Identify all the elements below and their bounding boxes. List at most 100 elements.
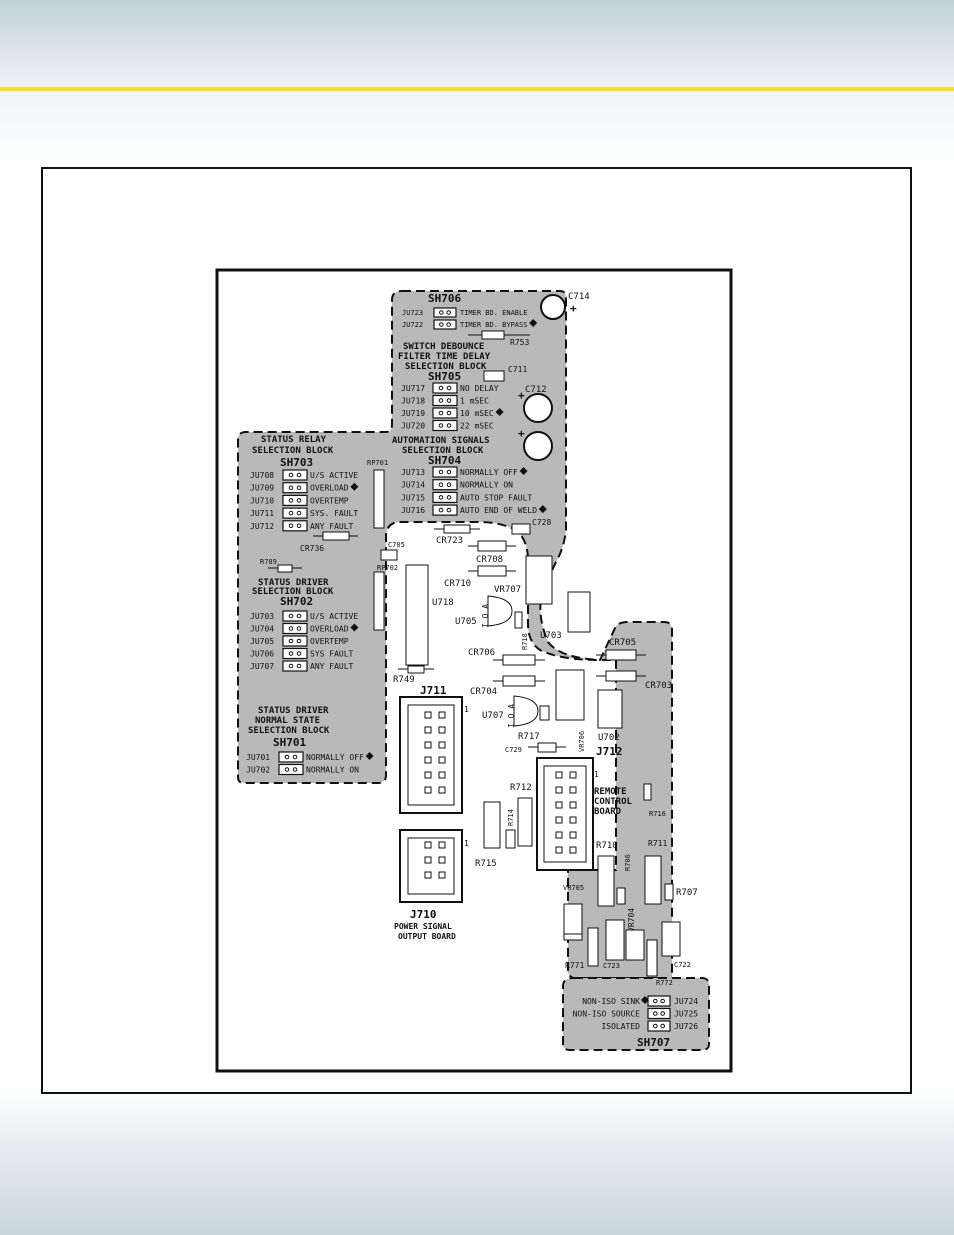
connector-pin: [555, 831, 563, 839]
jumper-option-label: NORMALLY ON: [306, 766, 359, 775]
resistor-r712: [517, 797, 533, 847]
connector-pin: [555, 801, 563, 809]
connector-pin: [555, 786, 563, 794]
j711-pin1: 1: [464, 705, 469, 714]
connector-pin: [424, 841, 432, 849]
c712-polarity: +: [518, 389, 525, 402]
vr704-label: VR704: [627, 908, 636, 932]
sh701-heading-3: SELECTION BLOCK: [248, 726, 330, 736]
j711-label: J711: [420, 684, 447, 697]
c714-polarity: +: [570, 302, 577, 315]
diode-cr723: [443, 524, 471, 534]
resistor-r710: [597, 855, 615, 907]
jumper-row: JU709 OVERLOAD: [250, 482, 359, 494]
jumper-option-label: TIMER BD. BYPASS: [460, 321, 527, 329]
j712-caption-3: BOARD: [594, 807, 622, 817]
c712-label: C712: [525, 385, 547, 395]
u707-mark: I O A: [507, 704, 516, 728]
jumper-pins: [432, 491, 458, 503]
cr708-label: CR708: [476, 555, 503, 565]
j710-label: J710: [410, 908, 437, 921]
selected-marker-icon: [365, 752, 374, 760]
capacitor-c711: [483, 370, 505, 382]
jumper-id: JU723: [402, 309, 423, 317]
r718-label: R718: [521, 633, 529, 650]
connector-pin: [424, 771, 432, 779]
jumper-option-label: OVERTEMP: [310, 637, 349, 646]
resistor-r717: [539, 705, 550, 721]
j710-caption-2: OUTPUT BOARD: [398, 932, 456, 941]
jumper-option-label: NORMALLY ON: [460, 481, 513, 490]
connector-pin: [424, 856, 432, 864]
capacitor-polarity: +: [518, 427, 525, 440]
connector-pin: [438, 871, 446, 879]
capacitor-c728: [511, 523, 531, 535]
jumper-pins: [278, 763, 304, 776]
jumper-id: JU717: [401, 384, 425, 393]
u705-mark: I O A: [481, 604, 490, 628]
selected-marker-icon: [641, 996, 649, 1004]
jumper-pins: [432, 504, 458, 516]
capacitor-c712: [523, 393, 553, 423]
jumper-pins: [282, 660, 308, 672]
r717-label: R717: [518, 732, 540, 742]
connector-pin: [569, 786, 577, 794]
connector-j710: [399, 829, 463, 903]
jumper-pins: [432, 382, 458, 394]
vr707-label: VR707: [494, 585, 521, 595]
capacitor-c729: [537, 742, 557, 753]
ic-u702: [597, 689, 623, 729]
jumper-id: JU705: [250, 637, 274, 646]
jumper-id: JU724: [674, 997, 698, 1006]
jumper-option-label: OVERLOAD: [310, 484, 349, 493]
resistor-r718: [514, 611, 523, 629]
connector-pin: [569, 846, 577, 854]
c728-label: C728: [532, 518, 551, 527]
jumper-pins: [432, 407, 458, 419]
sh706-title: SH706: [428, 292, 461, 305]
jumper-pins: [433, 319, 457, 330]
jumper-id: JU702: [246, 766, 270, 775]
diode-cr704: [502, 675, 536, 687]
jumper-option-label: SYS FAULT: [310, 650, 354, 659]
header-accent-rule: [0, 87, 954, 91]
ic-u718: [405, 564, 429, 666]
connector-j712: [536, 757, 594, 871]
resistor-r706: [616, 887, 626, 905]
connector-pin: [569, 771, 577, 779]
cr705-label: CR705: [609, 638, 636, 648]
jumper-id: JU711: [250, 509, 274, 518]
r714-label: R714: [507, 809, 515, 826]
diode-cr703: [605, 670, 637, 682]
sh701-heading-2: NORMAL STATE: [255, 716, 320, 726]
jumper-pins: [282, 520, 308, 532]
connector-pin: [424, 741, 432, 749]
transistor-u705: [487, 595, 513, 627]
resistor-pack-rp701: [373, 469, 385, 529]
connector-pin: [438, 771, 446, 779]
jumper-option-label: 22 mSEC: [460, 422, 494, 431]
resistor-pack-rp702: [373, 571, 385, 631]
capacitor-c723b: [625, 929, 645, 961]
sh705-title: SH705: [428, 370, 461, 383]
sh703-title: SH703: [280, 456, 313, 469]
jumper-option-label: U/S ACTIVE: [310, 612, 358, 621]
jumper-pins: [282, 494, 308, 506]
r772-label: R772: [656, 979, 673, 987]
jumper-id: JU709: [250, 484, 274, 493]
cr704-label: CR704: [470, 687, 497, 697]
jumper-id: JU701: [246, 753, 270, 762]
ic-u703: [567, 591, 591, 633]
sh701-title: SH701: [273, 736, 306, 749]
jumper-pins: [647, 995, 671, 1007]
c711-label: C711: [508, 365, 527, 374]
